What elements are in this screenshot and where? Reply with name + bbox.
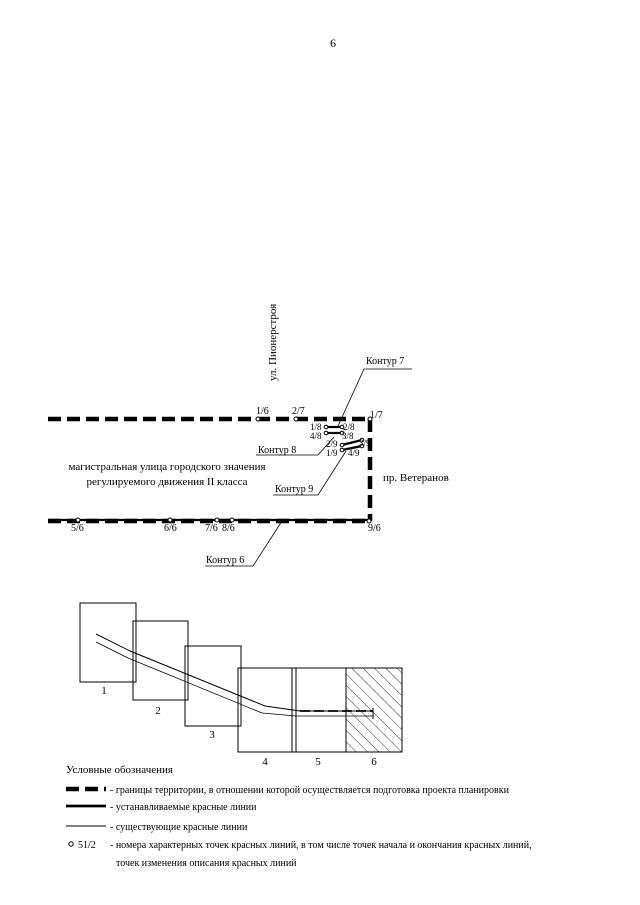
legend-point-sample: 51/2 (78, 840, 96, 851)
sheet-index: 1 2 3 4 5 6 (79, 602, 403, 768)
point-label: 2/7 (292, 406, 305, 417)
planning-map: ул. Пионерстроя (48, 304, 449, 567)
legend: Условные обозначения - границы территори… (66, 764, 532, 869)
legend-item-points: - номера характерных точек красных линий… (110, 840, 532, 851)
point-label: 4/8 (310, 431, 322, 441)
legend-title: Условные обозначения (66, 764, 173, 776)
street-label-vertical: ул. Пионерстроя (267, 304, 279, 381)
legend-point-symbol (68, 841, 74, 847)
sheet-number: 6 (371, 756, 377, 768)
sheet-frame-1 (79, 602, 137, 683)
sheet-frame-5 (291, 667, 347, 753)
contour-7-label: Контур 7 (366, 356, 404, 367)
page-number: 6 (330, 36, 336, 50)
main-road-label-line1: магистральная улица городского значения (68, 461, 265, 473)
legend-item-existing: - существующие красные линии (110, 822, 248, 833)
sheet-frame-6 (345, 667, 403, 753)
point-label: 1/9 (326, 448, 338, 458)
legend-item-points-continued: точек изменения описания красных линий (116, 858, 297, 869)
point-label: 3/9 (359, 438, 371, 448)
contour-8-label: Контур 8 (258, 445, 296, 456)
sheet-number: 3 (209, 729, 215, 741)
point-label: 9/6 (368, 523, 381, 534)
point-label: 2/9 (326, 439, 338, 449)
characteristic-points (75, 416, 373, 524)
legend-item-boundary: - границы территории, в отношении которо… (110, 785, 510, 796)
contour-6-label: Контур 6 (206, 555, 244, 566)
point-label: 1/7 (370, 410, 383, 421)
sheet-number: 2 (155, 705, 161, 717)
point-label: 2/8 (343, 422, 355, 432)
established-red-lines (48, 425, 368, 522)
street-label-right: пр. Ветеранов (383, 472, 449, 484)
main-road-label-line2: регулируемого движения II класса (87, 476, 248, 488)
legend-item-established: - устанавливаемые красные линии (110, 802, 257, 813)
point-label: 1/6 (256, 406, 269, 417)
point-label: 6/6 (164, 523, 177, 534)
point-label: 4/9 (348, 448, 360, 458)
sheet-frame-3 (184, 645, 242, 727)
point-label: 8/6 (222, 523, 235, 534)
sheet-number: 5 (315, 756, 321, 768)
sheet-frame-4 (237, 667, 293, 753)
sheet-number: 4 (262, 756, 268, 768)
point-label: 5/6 (71, 523, 84, 534)
contour-callouts (205, 368, 412, 567)
sheet-frame-2 (132, 620, 189, 701)
point-label: 1/8 (310, 422, 322, 432)
point-label: 3/8 (342, 431, 354, 441)
point-label: 7/6 (205, 523, 218, 534)
route-lines (95, 633, 374, 719)
contour-9-label: Контур 9 (275, 484, 313, 495)
sheet-number: 1 (101, 685, 107, 697)
